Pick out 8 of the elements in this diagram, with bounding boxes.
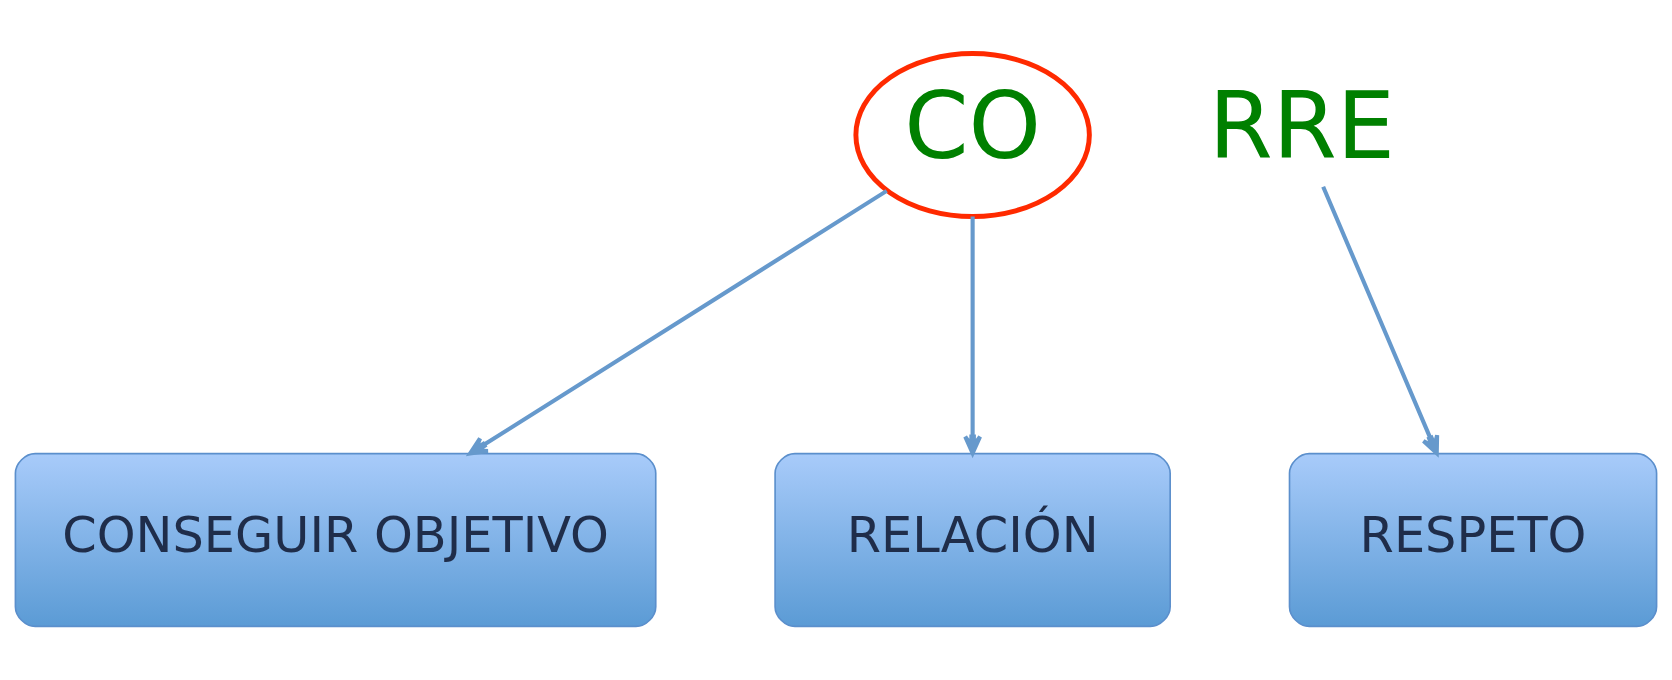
node-box: RELACIÓN	[774, 452, 1171, 628]
node-box: RESPETO	[1288, 452, 1658, 628]
arrow	[963, 216, 983, 456]
arrow	[468, 189, 888, 456]
node-ellipse: CO	[853, 51, 1092, 219]
node-text: RRE	[1208, 71, 1396, 180]
arrow	[1321, 185, 1440, 456]
node-box: CONSEGUIR OBJETIVO	[14, 452, 657, 628]
